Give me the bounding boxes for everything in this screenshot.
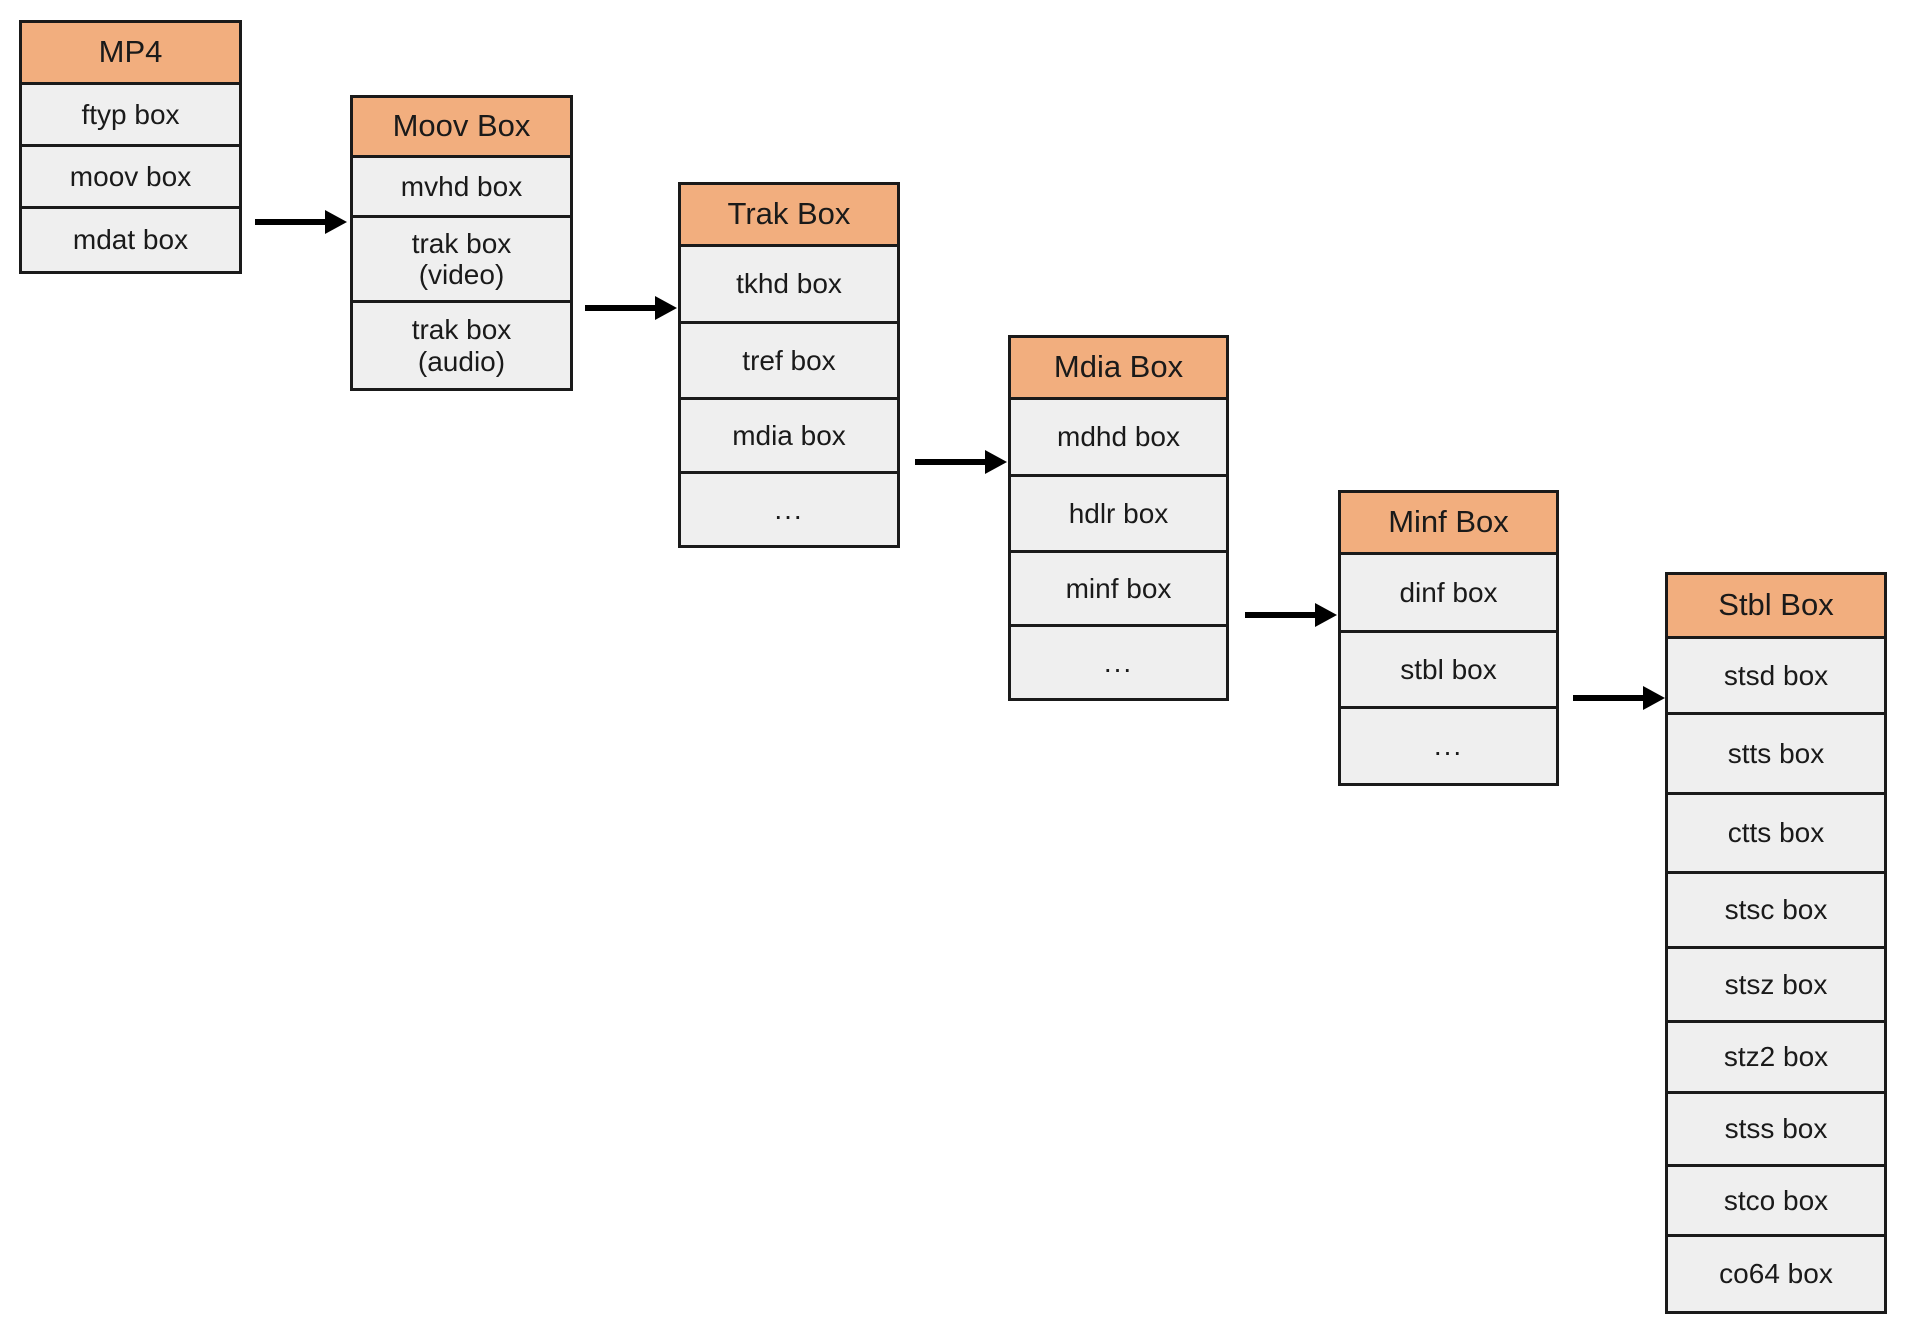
box-row-ctts: ctts box bbox=[1668, 795, 1884, 874]
box-row-mdhd: mdhd box bbox=[1011, 400, 1226, 477]
box-header-mp4: MP4 bbox=[22, 23, 239, 85]
box-group-minf: Minf Box dinf box stbl box ... bbox=[1338, 490, 1559, 786]
arrow-head-icon bbox=[1643, 686, 1665, 710]
box-row-dinf: dinf box bbox=[1341, 555, 1556, 633]
box-group-trak: Trak Box tkhd box tref box mdia box ... bbox=[678, 182, 900, 548]
box-row-stco: stco box bbox=[1668, 1167, 1884, 1237]
arrow-head-icon bbox=[655, 296, 677, 320]
box-row-stsd: stsd box bbox=[1668, 639, 1884, 715]
arrow-shaft bbox=[915, 459, 987, 465]
box-group-mdia: Mdia Box mdhd box hdlr box minf box ... bbox=[1008, 335, 1229, 701]
box-row-ftyp: ftyp box bbox=[22, 85, 239, 147]
box-row-stsz: stsz box bbox=[1668, 949, 1884, 1023]
box-header-stbl: Stbl Box bbox=[1668, 575, 1884, 639]
box-row-mvhd: mvhd box bbox=[353, 158, 570, 218]
box-row-mdia: mdia box bbox=[681, 400, 897, 474]
box-row-minf: minf box bbox=[1011, 553, 1226, 627]
box-row-minf-more: ... bbox=[1341, 709, 1556, 783]
box-header-moov: Moov Box bbox=[353, 98, 570, 158]
box-row-hdlr: hdlr box bbox=[1011, 477, 1226, 553]
box-row-mdia-more: ... bbox=[1011, 627, 1226, 698]
arrow-head-icon bbox=[985, 450, 1007, 474]
box-group-stbl: Stbl Box stsd box stts box ctts box stsc… bbox=[1665, 572, 1887, 1314]
box-row-mdat: mdat box bbox=[22, 209, 239, 271]
box-header-mdia: Mdia Box bbox=[1011, 338, 1226, 400]
arrow-shaft bbox=[1573, 695, 1645, 701]
arrow-shaft bbox=[255, 219, 327, 225]
box-row-moov: moov box bbox=[22, 147, 239, 209]
box-row-trak-more: ... bbox=[681, 474, 897, 545]
arrow-head-icon bbox=[325, 210, 347, 234]
box-row-stss: stss box bbox=[1668, 1094, 1884, 1167]
box-group-moov: Moov Box mvhd box trak box (video) trak … bbox=[350, 95, 573, 391]
box-row-tkhd: tkhd box bbox=[681, 247, 897, 324]
arrow-shaft bbox=[1245, 612, 1317, 618]
box-header-minf: Minf Box bbox=[1341, 493, 1556, 555]
box-row-stts: stts box bbox=[1668, 715, 1884, 795]
box-row-co64: co64 box bbox=[1668, 1237, 1884, 1311]
box-group-mp4: MP4 ftyp box moov box mdat box bbox=[19, 20, 242, 274]
box-header-trak: Trak Box bbox=[681, 185, 897, 247]
arrow-head-icon bbox=[1315, 603, 1337, 627]
arrow-shaft bbox=[585, 305, 657, 311]
box-row-trak-audio: trak box (audio) bbox=[353, 303, 570, 388]
box-row-stbl: stbl box bbox=[1341, 633, 1556, 709]
box-row-trak-video: trak box (video) bbox=[353, 218, 570, 303]
box-row-stsc: stsc box bbox=[1668, 874, 1884, 949]
box-row-stz2: stz2 box bbox=[1668, 1023, 1884, 1094]
box-row-tref: tref box bbox=[681, 324, 897, 400]
